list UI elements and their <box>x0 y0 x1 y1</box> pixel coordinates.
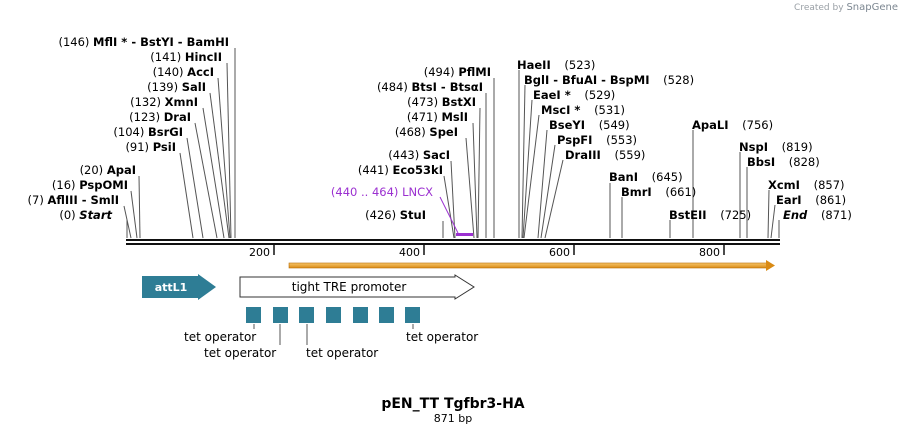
start-label: (0) Start <box>59 208 112 222</box>
enzyme-site-label[interactable]: EaeI * (529) <box>533 88 615 102</box>
tet-operator-leaders <box>253 324 414 345</box>
tet-operator-label: tet operator <box>184 330 256 344</box>
enzyme-site-label[interactable]: BstEII (725) <box>669 208 751 222</box>
enzyme-site-label[interactable]: NspI (819) <box>739 140 813 154</box>
enzyme-site-label[interactable]: BseYI (549) <box>549 118 630 132</box>
enzymes-right: HaeII (523) BglI - BfuAI - BspMI (528) E… <box>517 58 852 222</box>
enzyme-site-label[interactable]: (139) SalI <box>147 80 206 94</box>
attl1-feature[interactable]: attL1 <box>142 274 216 300</box>
enzyme-site-label[interactable]: BglI - BfuAI - BspMI (528) <box>524 73 694 87</box>
enzymes-left: (146) MflI * - BstYI - BamHI (141) HincI… <box>28 35 229 222</box>
plasmid-length: 871 bp <box>434 412 472 425</box>
promoter-label: tight TRE promoter <box>292 280 407 294</box>
primer-lncx-label[interactable]: (440 .. 464) LNCX <box>331 185 433 199</box>
enzyme-site-label[interactable]: DraIII (559) <box>565 148 645 162</box>
enzyme-site-label[interactable]: EarI (861) <box>776 193 846 207</box>
tet-operator-boxes[interactable] <box>246 307 420 323</box>
enzyme-site-label[interactable]: (140) AccI <box>153 65 214 79</box>
enzyme-site-label[interactable]: MscI * (531) <box>541 103 625 117</box>
enzyme-site-label[interactable]: PspFI (553) <box>557 133 637 147</box>
primer-leader-line <box>439 196 459 234</box>
end-label: End (871) <box>783 208 852 222</box>
plasmid-title: pEN_TT Tgfbr3-HA <box>381 396 524 412</box>
enzyme-site-label[interactable]: (104) BsrGI <box>113 125 183 139</box>
enzyme-site-label[interactable]: BanI (645) <box>609 170 683 184</box>
enzyme-leader-lines <box>123 48 780 239</box>
enzyme-site-label[interactable]: (473) BstXI <box>407 95 476 109</box>
enzyme-site-label[interactable]: (426) StuI <box>365 208 426 222</box>
enzyme-site-label[interactable]: (141) HincII <box>150 50 222 64</box>
enzyme-site-label[interactable]: (20) ApaI <box>80 163 136 177</box>
ruler-label-800: 800 <box>699 246 720 259</box>
enzyme-site-label[interactable]: (494) PflMI <box>424 65 491 79</box>
orf-arrow[interactable] <box>288 260 775 271</box>
ruler-ticks <box>273 243 725 255</box>
enzyme-site-label[interactable]: (468) SpeI <box>395 125 458 139</box>
credit-text: Created by <box>794 3 844 13</box>
enzyme-site-label[interactable]: (484) BtsI - BtsαI <box>377 80 483 94</box>
enzyme-site-label[interactable]: (443) SacI <box>388 148 450 162</box>
snapgene-credit: Created by SnapGene <box>794 2 898 13</box>
tet-operator-label: tet operator <box>204 346 276 360</box>
tet-operator-box <box>246 307 261 323</box>
dna-strand-top <box>126 239 780 241</box>
tet-operator-box <box>405 307 420 323</box>
tet-operator-box <box>299 307 314 323</box>
enzyme-site-label[interactable]: (471) MslI <box>407 110 468 124</box>
enzyme-site-label[interactable]: (16) PspOMI <box>52 178 128 192</box>
tet-operator-label: tet operator <box>406 330 478 344</box>
enzyme-site-label[interactable]: (146) MflI * - BstYI - BamHI <box>58 35 229 49</box>
enzyme-site-label[interactable]: (91) PsiI <box>125 140 176 154</box>
enzyme-site-label[interactable]: ApaLI (756) <box>692 118 773 132</box>
enzyme-site-label[interactable]: BmrI (661) <box>621 185 696 199</box>
enzyme-site-label[interactable]: (7) AflIII - SmlI <box>28 193 119 207</box>
ruler-label-600: 600 <box>549 246 570 259</box>
enzymes-middle: (494) PflMI (484) BtsI - BtsαI (473) Bst… <box>331 65 491 222</box>
enzyme-site-label[interactable]: (132) XmnI <box>130 95 198 109</box>
ruler-label-400: 400 <box>399 246 420 259</box>
tet-operator-box <box>273 307 288 323</box>
attl1-label: attL1 <box>155 281 188 294</box>
enzyme-site-label[interactable]: XcmI (857) <box>768 178 845 192</box>
tet-operator-box <box>379 307 394 323</box>
tet-operator-label: tet operator <box>306 346 378 360</box>
primer-lncx-bar[interactable] <box>456 233 473 236</box>
tet-operator-box <box>326 307 341 323</box>
enzyme-site-label[interactable]: (441) Eco53kI <box>358 163 443 177</box>
enzyme-site-label[interactable]: BbsI (828) <box>747 155 820 169</box>
enzyme-site-label[interactable]: HaeII (523) <box>517 58 595 72</box>
enzyme-site-label[interactable]: (123) DraI <box>129 110 191 124</box>
dna-strand-bottom <box>126 243 780 245</box>
tet-operator-box <box>353 307 368 323</box>
tre-promoter-feature[interactable]: tight TRE promoter <box>239 274 475 300</box>
snapgene-logo-text: SnapGene <box>846 2 898 13</box>
ruler-label-200: 200 <box>249 246 270 259</box>
